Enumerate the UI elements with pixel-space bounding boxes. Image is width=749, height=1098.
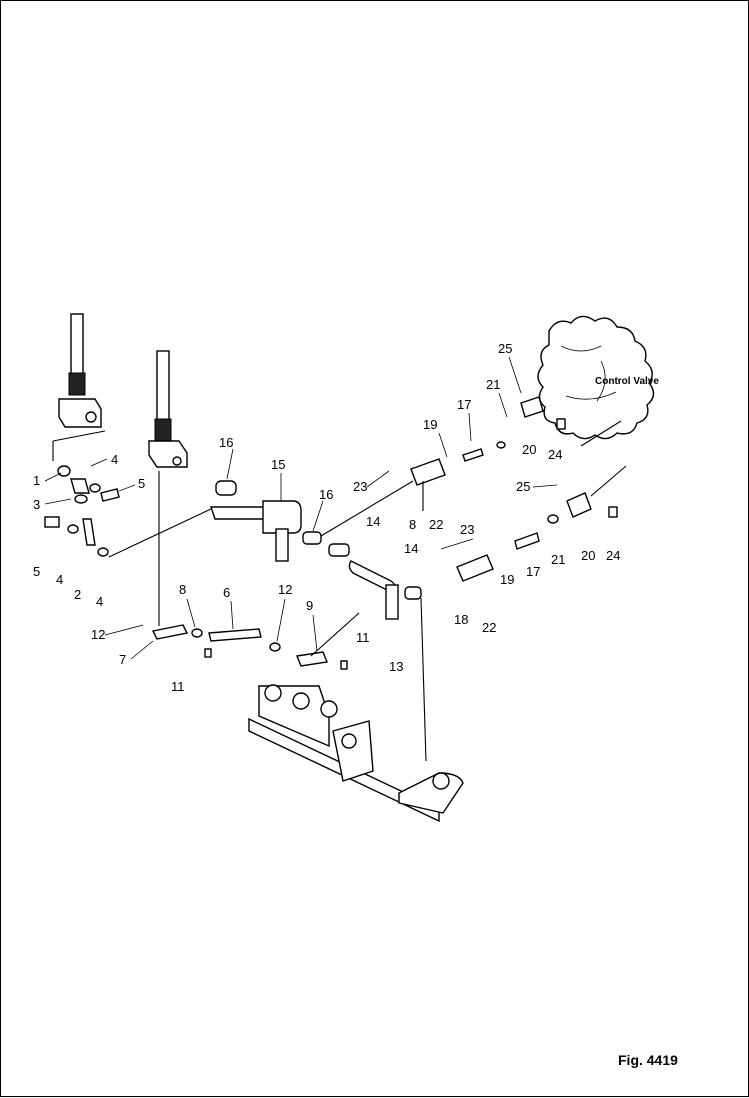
callout-19-a: 19 [423, 417, 437, 432]
callout-4-c: 4 [96, 594, 103, 609]
callout-12-b: 12 [91, 627, 105, 642]
callout-24-b: 24 [606, 548, 620, 563]
callout-3: 3 [33, 497, 40, 512]
lever-13 [320, 480, 427, 762]
base-bracket [248, 684, 464, 823]
callout-5-a: 5 [138, 476, 145, 491]
callout-23-a: 23 [353, 479, 367, 494]
callout-14-a: 14 [366, 514, 380, 529]
callout-8-b: 8 [179, 582, 186, 597]
callout-11-b: 11 [356, 630, 370, 645]
middle-control-rod [148, 350, 188, 626]
callout-24-a: 24 [548, 447, 562, 462]
callout-17-a: 17 [457, 397, 471, 412]
callout-23-b: 23 [460, 522, 474, 537]
callout-20-b: 20 [581, 548, 595, 563]
callout-21-b: 21 [551, 552, 565, 567]
callout-labels: 1 4 5 3 5 4 2 4 16 15 16 23 19 17 21 25 … [33, 341, 620, 694]
callout-15: 15 [271, 457, 285, 472]
callout-19-b: 19 [500, 572, 514, 587]
callout-22-a: 22 [429, 517, 443, 532]
left-control-rod [58, 313, 102, 428]
leader-lines [44, 356, 558, 660]
callout-1: 1 [33, 473, 40, 488]
callout-4-b: 4 [56, 572, 63, 587]
callout-4-a: 4 [111, 452, 118, 467]
callout-25-a: 25 [498, 341, 512, 356]
callout-13: 13 [389, 659, 403, 674]
callout-16-a: 16 [219, 435, 233, 450]
middle-linkage [151, 612, 360, 670]
callout-12-a: 12 [278, 582, 292, 597]
lower-linkage [456, 465, 627, 582]
callout-14-b: 14 [404, 541, 418, 556]
upper-linkage [410, 396, 622, 511]
callout-2: 2 [74, 587, 81, 602]
left-parts-cluster [44, 430, 120, 557]
callout-11-a: 11 [171, 679, 185, 694]
callout-25-b: 25 [516, 479, 530, 494]
callout-5-b: 5 [33, 564, 40, 579]
callout-9: 9 [306, 598, 313, 613]
callout-22-b: 22 [482, 620, 496, 635]
callout-20-a: 20 [522, 442, 536, 457]
callout-21-a: 21 [486, 377, 500, 392]
callout-7: 7 [119, 652, 126, 667]
control-valve-label: Control Valve [595, 376, 659, 387]
callout-17-b: 17 [526, 564, 540, 579]
callout-16-b: 16 [319, 487, 333, 502]
callout-8-a: 8 [409, 517, 416, 532]
callout-18: 18 [454, 612, 468, 627]
lever-15 [108, 480, 322, 562]
figure-label: Fig. 4419 [618, 1052, 678, 1068]
callout-6: 6 [223, 585, 230, 600]
